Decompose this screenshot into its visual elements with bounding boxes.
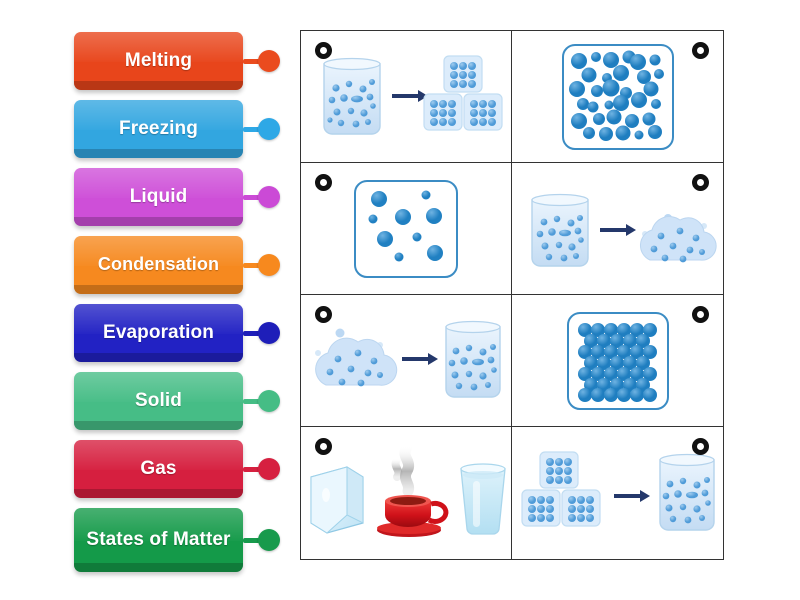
- label-text: Evaporation: [103, 321, 214, 343]
- arrow-icon: [392, 89, 428, 102]
- connector-dot-states-of-matter[interactable]: [258, 529, 280, 551]
- grid-cell-3[interactable]: [301, 163, 512, 295]
- connector-dot-gas[interactable]: [258, 458, 280, 480]
- grid-cell-4[interactable]: [512, 163, 723, 295]
- connector-dot-liquid[interactable]: [258, 186, 280, 208]
- connector-dot-solid[interactable]: [258, 390, 280, 412]
- grid-cell-1[interactable]: [301, 31, 512, 163]
- connector-freezing: [243, 118, 280, 140]
- drop-target-marker-4[interactable]: [692, 174, 709, 191]
- connector-condensation: [243, 254, 280, 276]
- label-chip-liquid[interactable]: Liquid: [74, 168, 243, 226]
- drop-target-marker-1[interactable]: [315, 42, 332, 59]
- label-chip-condensation[interactable]: Condensation: [74, 236, 243, 294]
- connector-solid: [243, 390, 280, 412]
- connector-stem: [243, 262, 260, 268]
- connector-gas: [243, 458, 280, 480]
- label-row-condensation[interactable]: Condensation: [74, 236, 289, 294]
- steaming-cup: [377, 441, 449, 537]
- label-row-states-of-matter[interactable]: States of Matter: [74, 508, 289, 572]
- grid-cell-2[interactable]: [512, 31, 723, 163]
- connector-melting: [243, 50, 280, 72]
- scene-liquid-to-gas: [512, 163, 723, 294]
- arrow-icon: [599, 223, 636, 236]
- connector-stem: [243, 58, 260, 64]
- label-chip-states-of-matter[interactable]: States of Matter: [74, 508, 243, 572]
- label-text: Freezing: [119, 117, 198, 139]
- scene-gas-to-liquid: [301, 295, 511, 426]
- connector-stem: [243, 537, 260, 543]
- connector-liquid: [243, 186, 280, 208]
- label-row-freezing[interactable]: Freezing: [74, 100, 289, 158]
- connector-dot-melting[interactable]: [258, 50, 280, 72]
- scene-solid-particles-box: [512, 295, 723, 426]
- connector-stem: [243, 466, 260, 472]
- scene-solid-to-liquid: [512, 427, 723, 559]
- label-chip-solid[interactable]: Solid: [74, 372, 243, 430]
- label-text: Solid: [135, 389, 182, 411]
- label-chip-gas[interactable]: Gas: [74, 440, 243, 498]
- connector-dot-evaporation[interactable]: [258, 322, 280, 344]
- connector-stem: [243, 194, 260, 200]
- label-text: Gas: [140, 457, 177, 479]
- connector-dot-freezing[interactable]: [258, 118, 280, 140]
- label-row-gas[interactable]: Gas: [74, 440, 289, 498]
- drop-target-marker-2[interactable]: [692, 42, 709, 59]
- connector-stem: [243, 398, 260, 404]
- label-text: Condensation: [97, 254, 220, 275]
- drop-target-marker-3[interactable]: [315, 174, 332, 191]
- connector-states-of-matter: [243, 529, 280, 551]
- scene-liquid-particles-box: [512, 31, 723, 162]
- connector-dot-condensation[interactable]: [258, 254, 280, 276]
- connector-evaporation: [243, 322, 280, 344]
- ice-cube: [310, 466, 364, 534]
- label-chip-melting[interactable]: Melting: [74, 32, 243, 90]
- drop-target-marker-6[interactable]: [692, 306, 709, 323]
- grid-cell-7[interactable]: [301, 427, 512, 559]
- drop-target-marker-8[interactable]: [692, 438, 709, 455]
- grid-cell-8[interactable]: [512, 427, 723, 559]
- arrow-icon: [402, 352, 438, 365]
- label-chip-freezing[interactable]: Freezing: [74, 100, 243, 158]
- label-column: Melting Freezing Liquid: [74, 32, 289, 572]
- drop-target-marker-5[interactable]: [315, 306, 332, 323]
- scene-gas-particles-box: [301, 163, 511, 294]
- label-row-liquid[interactable]: Liquid: [74, 168, 289, 226]
- scene-liquid-to-solid: [301, 31, 511, 162]
- image-grid: [300, 30, 724, 560]
- label-chip-evaporation[interactable]: Evaporation: [74, 304, 243, 362]
- scene-three-states-photo: [301, 427, 511, 559]
- label-row-solid[interactable]: Solid: [74, 372, 289, 430]
- connector-stem: [243, 126, 260, 132]
- label-text: Liquid: [129, 185, 188, 207]
- water-glass: [460, 463, 506, 535]
- grid-cell-5[interactable]: [301, 295, 512, 427]
- grid-cell-6[interactable]: [512, 295, 723, 427]
- label-text: States of Matter: [86, 528, 231, 550]
- label-row-evaporation[interactable]: Evaporation: [74, 304, 289, 362]
- label-text: Melting: [124, 49, 193, 71]
- connector-stem: [243, 330, 260, 336]
- arrow-icon: [613, 490, 650, 502]
- label-row-melting[interactable]: Melting: [74, 32, 289, 90]
- drop-target-marker-7[interactable]: [315, 438, 332, 455]
